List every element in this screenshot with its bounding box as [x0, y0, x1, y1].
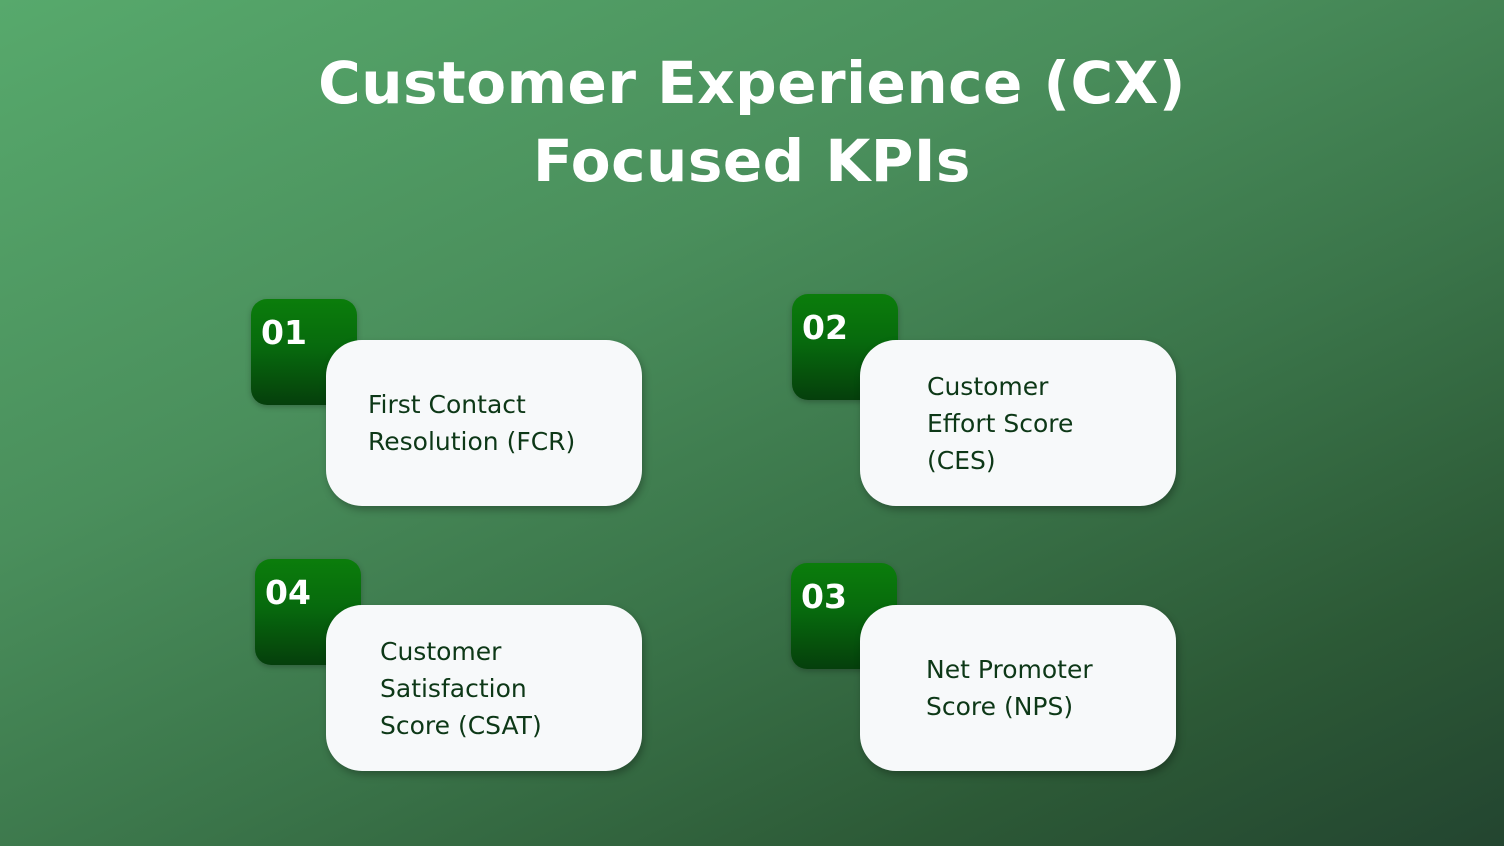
kpi-item-nps: 03 Net Promoter Score (NPS)	[791, 563, 1191, 783]
kpi-label: Net Promoter Score (NPS)	[926, 651, 1176, 725]
kpi-item-ces: 02 Customer Effort Score (CES)	[792, 294, 1192, 514]
kpi-label-line: Score (CSAT)	[380, 710, 542, 740]
kpi-label-line: Customer	[927, 371, 1049, 401]
kpi-label: Customer Effort Score (CES)	[927, 368, 1176, 479]
kpi-card: Customer Satisfaction Score (CSAT)	[326, 605, 642, 771]
kpi-card: First Contact Resolution (FCR)	[326, 340, 642, 506]
kpi-card: Customer Effort Score (CES)	[860, 340, 1176, 506]
kpi-number: 01	[261, 313, 307, 352]
kpi-label-line: Score (NPS)	[926, 692, 1074, 721]
kpi-label-line: First Contact	[368, 390, 526, 419]
kpi-label-line: (CES)	[927, 445, 996, 475]
kpi-label-line: Satisfaction	[380, 673, 527, 703]
kpi-label: First Contact Resolution (FCR)	[368, 386, 642, 460]
kpi-label-line: Net Promoter	[926, 655, 1093, 684]
kpi-number: 02	[802, 308, 848, 347]
kpi-number: 03	[801, 577, 847, 616]
kpi-label: Customer Satisfaction Score (CSAT)	[380, 633, 642, 744]
title-line-1: Customer Experience (CX)	[318, 49, 1186, 117]
kpi-card: Net Promoter Score (NPS)	[860, 605, 1176, 771]
kpi-item-csat: 04 Customer Satisfaction Score (CSAT)	[255, 559, 655, 779]
kpi-label-line: Resolution (FCR)	[368, 427, 576, 456]
kpi-number: 04	[265, 573, 311, 612]
kpi-item-fcr: 01 First Contact Resolution (FCR)	[251, 299, 651, 519]
page-title: Customer Experience (CX) Focused KPIs	[0, 44, 1504, 200]
kpi-label-line: Effort Score	[927, 408, 1074, 438]
title-line-2: Focused KPIs	[533, 127, 971, 195]
kpi-label-line: Customer	[380, 636, 502, 666]
